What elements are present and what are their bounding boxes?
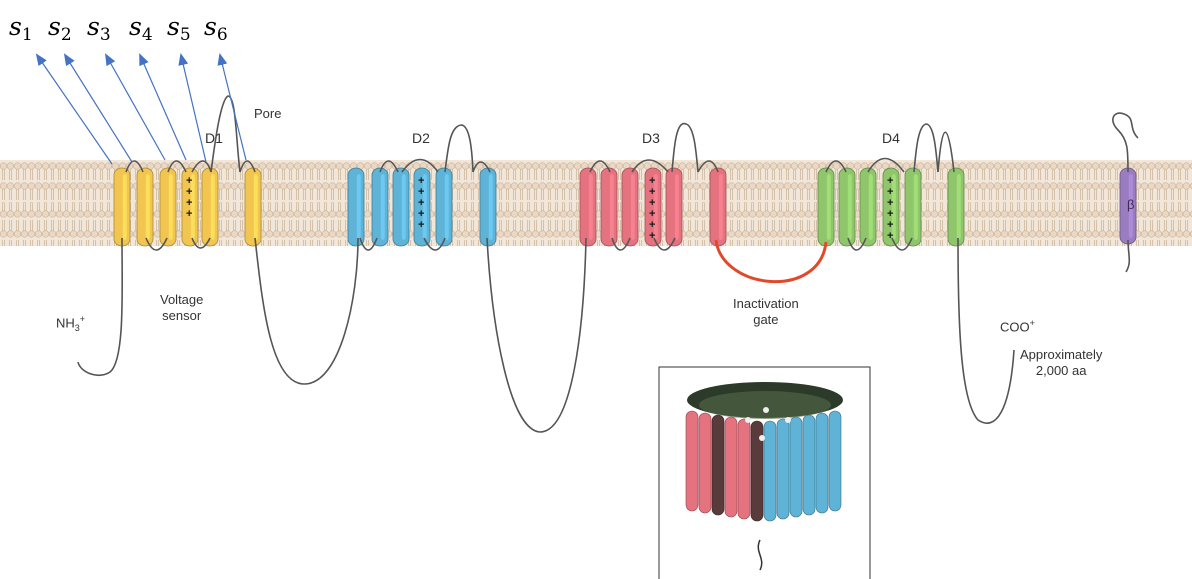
inset-helix [777, 419, 789, 519]
arrow-to-s2 [65, 55, 132, 162]
inactivation-gate-loop [716, 240, 826, 282]
segment-label-s4: s4 [129, 14, 153, 44]
segment-label-s3: s3 [87, 14, 111, 44]
d3-segment-s6 [710, 168, 726, 246]
d4-segment-s1 [818, 168, 834, 246]
arrow-to-s3 [106, 55, 165, 160]
charge-plus-icon: + [186, 209, 192, 220]
inset-helix [725, 417, 737, 517]
domain-label-d1: D1 [205, 130, 223, 147]
inactivation-gate-label: Inactivation gate [733, 296, 799, 327]
arrow-to-s1 [37, 55, 112, 164]
domain-label-d4: D4 [882, 130, 900, 147]
segment-label-s6: s6 [204, 14, 228, 44]
charge-plus-icon: + [887, 231, 893, 242]
d1-segment-s3 [160, 168, 176, 246]
domain-label-d2: D2 [412, 130, 430, 147]
d3-segment-s2 [601, 168, 617, 246]
d2-segment-s3 [393, 168, 409, 246]
segment-label-s1: s1 [9, 14, 33, 44]
inset-helix [803, 415, 815, 515]
arrow-to-s5 [181, 55, 206, 162]
arrow-to-s6 [220, 55, 246, 160]
charge-plus-icon: + [418, 220, 424, 231]
arrow-to-s4 [140, 55, 186, 160]
inset-helix [816, 413, 828, 513]
d1-segment-s6 [245, 168, 261, 246]
inset-helix [829, 411, 841, 511]
loops [78, 96, 1138, 432]
d2-segment-s5 [436, 168, 452, 246]
segment-label-s5: s5 [167, 14, 191, 44]
inset-helix [686, 411, 698, 511]
approx-length-label: Approximately 2,000 aa [1020, 347, 1102, 378]
inset-helix [764, 421, 776, 521]
d4-segment-s6 [948, 168, 964, 246]
d4-segment-s5 [905, 168, 921, 246]
inset-helix [790, 417, 802, 517]
d4-segment-s3 [860, 168, 876, 246]
d2-segment-s2 [372, 168, 388, 246]
d3-segment-s5 [666, 168, 682, 246]
d4-segment-s2 [839, 168, 855, 246]
d3-segment-s3 [622, 168, 638, 246]
charge-plus-icon: + [649, 231, 655, 242]
d1-d2-linker [255, 238, 358, 384]
d1-segment-s5 [202, 168, 218, 246]
d1-segment-s2 [137, 168, 153, 246]
segment-label-s2: s2 [48, 14, 72, 44]
n-terminus-tail [78, 238, 122, 375]
d2-segment-s1 [348, 168, 364, 246]
voltage-sensor-label: Voltage sensor [160, 292, 203, 323]
d2-d3-linker [487, 238, 586, 432]
d3-segment-s1 [580, 168, 596, 246]
inset-helix [738, 419, 750, 519]
domain-label-d3: D3 [642, 130, 660, 147]
inset-helix [699, 413, 711, 513]
pore-label: Pore [254, 106, 281, 122]
d1-segment-s1 [114, 168, 130, 246]
inset-helix [712, 415, 724, 515]
d2-segment-s6 [480, 168, 496, 246]
nh3-label: NH3+ [56, 314, 85, 334]
coo-label: COO+ [1000, 318, 1035, 335]
inset-channel-3d [659, 367, 870, 579]
beta-subunit-label: β [1127, 197, 1134, 213]
